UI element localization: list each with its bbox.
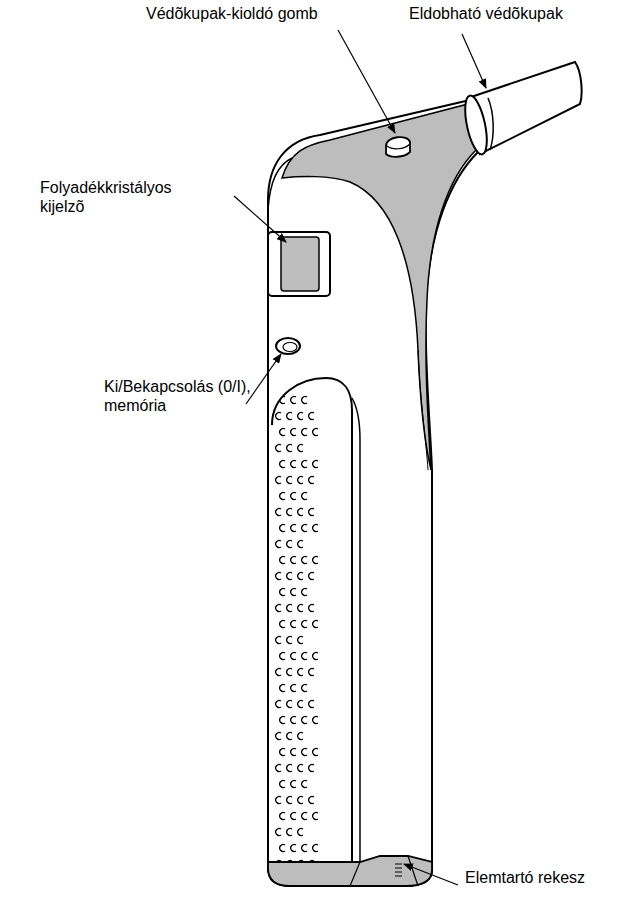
grey-grip-band: [282, 104, 476, 470]
lcd-display: [268, 232, 330, 296]
leader-line: [338, 30, 395, 133]
thermometer-body: [268, 100, 478, 886]
part-label: Eldobható védõkupak: [409, 4, 609, 23]
release-button: [386, 137, 410, 157]
side-seam: [359, 440, 361, 862]
battery-compartment-edge: [350, 856, 418, 886]
leader-line: [234, 196, 286, 242]
probe-cover-ring: [461, 94, 491, 156]
power-button: [276, 338, 300, 354]
leader-line: [246, 354, 281, 404]
part-label: Ki/Bekapcsolás (0/I), memória: [104, 377, 269, 415]
probe-cover: [474, 62, 582, 154]
part-label: Folyadékkristályos kijelzõ: [40, 178, 210, 216]
leader-line: [462, 34, 486, 88]
battery-marks: [395, 864, 402, 876]
grip-texture: [276, 397, 318, 868]
head-edge: [268, 158, 292, 210]
power-button-inner: [283, 343, 297, 352]
part-label: Védõkupak-kioldó gomb: [146, 4, 376, 23]
side-seam-top: [352, 398, 360, 440]
lcd-screen: [281, 237, 319, 291]
probe-cover-ring-inner: [488, 98, 493, 150]
grip-texture: [276, 397, 318, 868]
leader-line: [404, 864, 458, 885]
side-seam: [418, 350, 428, 470]
release-button-top: [387, 144, 410, 149]
battery-compartment: [268, 856, 432, 886]
grip-panel: [272, 378, 352, 872]
part-label: Elemtartó rekesz: [465, 868, 615, 887]
